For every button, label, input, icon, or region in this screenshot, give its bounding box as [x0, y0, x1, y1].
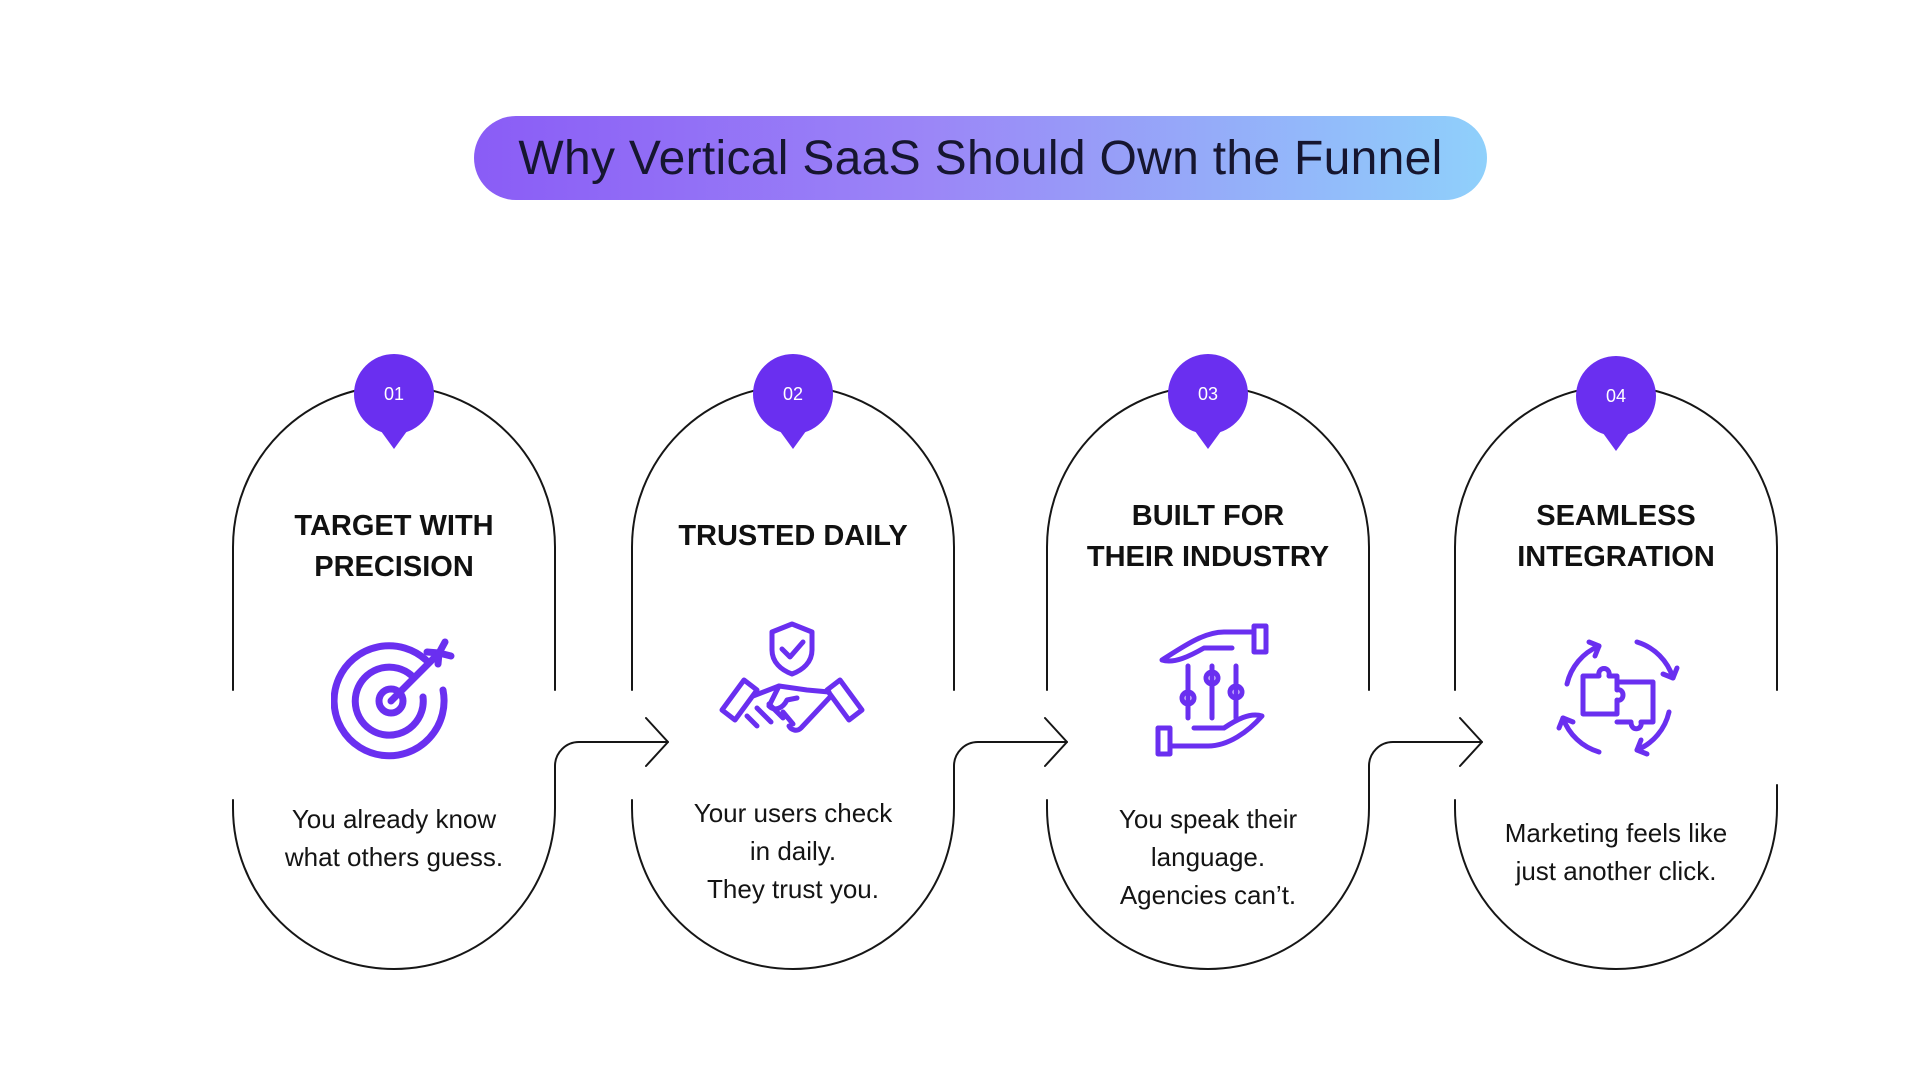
step-2-title: TRUSTED DAILY: [678, 520, 908, 552]
step-2-badge: 02: [753, 354, 833, 449]
connector-2-3: [953, 741, 1068, 786]
puzzle-cycle-icon: [1556, 639, 1680, 757]
connector-1-2-arrowhead: [645, 717, 669, 767]
step-3-description: You speak their language. Agencies can’t…: [1118, 804, 1298, 910]
step-1-description: You already know what others guess.: [284, 804, 504, 872]
page-title: Why Vertical SaaS Should Own the Funnel: [518, 131, 1443, 185]
step-4-title: SEAMLESS INTEGRATION: [1517, 500, 1715, 573]
title-banner: Why Vertical SaaS Should Own the Funnel: [474, 116, 1487, 200]
step-2-description: Your users check in daily. They trust yo…: [693, 798, 893, 904]
step-1-badge: 01: [354, 354, 434, 449]
step-4-description: Marketing feels like just another click.: [1504, 818, 1728, 886]
step-3-badge: 03: [1168, 354, 1248, 449]
connector-3-4: [1368, 741, 1483, 786]
step-1-outline-bottom: [232, 784, 556, 970]
step-2-outline-bottom: [631, 784, 955, 970]
hand-sliders-icon: [1155, 623, 1269, 757]
connector-3-4-arrowhead: [1459, 717, 1483, 767]
step-4-badge: 04: [1576, 356, 1656, 451]
connector-2-3-arrowhead: [1044, 717, 1068, 767]
handshake-shield-icon: [719, 621, 865, 733]
step-1-title: TARGET WITH PRECISION: [294, 510, 494, 583]
step-3-outline-bottom: [1046, 784, 1370, 970]
step-4-outline-bottom: [1454, 784, 1778, 970]
target-icon: [331, 638, 455, 760]
step-3-title: BUILT FOR THEIR INDUSTRY: [1086, 500, 1330, 573]
connector-1-2: [554, 741, 669, 786]
